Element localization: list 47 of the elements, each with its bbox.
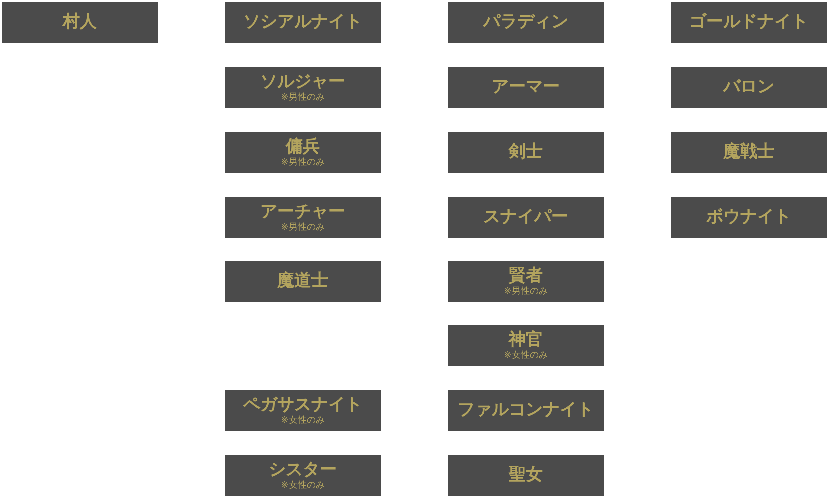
class-name: 聖女 bbox=[509, 466, 543, 485]
class-name: 魔戦士 bbox=[724, 143, 774, 162]
class-name: ボウナイト bbox=[706, 208, 792, 227]
class-name: ファルコンナイト bbox=[458, 401, 594, 420]
class-box bbox=[225, 132, 381, 173]
class-name: ソルジャー bbox=[260, 72, 346, 92]
restriction-note: ※男性のみ bbox=[281, 92, 325, 102]
restriction-note: ※女性のみ bbox=[281, 480, 325, 490]
class-box bbox=[448, 132, 604, 173]
class-name: 村人 bbox=[63, 13, 97, 32]
class-name: 魔道士 bbox=[278, 272, 328, 291]
class-box bbox=[225, 390, 381, 431]
class-name: 剣士 bbox=[509, 143, 543, 162]
restriction-note: ※女性のみ bbox=[504, 350, 548, 360]
class-name: 傭兵 bbox=[286, 138, 320, 156]
class-box bbox=[671, 2, 827, 43]
class-box bbox=[225, 2, 381, 43]
class-box bbox=[448, 2, 604, 43]
class-name: 神官 bbox=[509, 330, 543, 350]
class-name: ソシアルナイト bbox=[244, 13, 362, 32]
class-box bbox=[671, 67, 827, 108]
class-box bbox=[2, 2, 158, 43]
class-name: アーチャー bbox=[260, 202, 346, 222]
class-box bbox=[671, 132, 827, 173]
restriction-note: ※男性のみ bbox=[281, 158, 325, 168]
class-box bbox=[671, 197, 827, 238]
class-name: スナイパー bbox=[484, 208, 568, 227]
class-box bbox=[225, 455, 381, 496]
class-box bbox=[448, 67, 604, 108]
restriction-note: ※男性のみ bbox=[281, 222, 325, 232]
class-name: アーマー bbox=[492, 78, 560, 97]
class-box bbox=[225, 67, 381, 108]
restriction-note: ※女性のみ bbox=[281, 416, 325, 426]
class-box bbox=[448, 455, 604, 496]
class-name: ゴールドナイト bbox=[690, 13, 808, 32]
class-name: シスター bbox=[269, 460, 337, 480]
class-name: ペガサスナイト bbox=[244, 396, 362, 414]
restriction-note: ※男性のみ bbox=[504, 286, 548, 296]
class-box bbox=[225, 197, 381, 238]
class-box bbox=[448, 390, 604, 431]
class-name: バロン bbox=[724, 78, 774, 97]
class-name: 賢者 bbox=[509, 266, 543, 286]
class-name: パラディン bbox=[484, 13, 568, 32]
class-box bbox=[225, 261, 381, 302]
class-box bbox=[448, 261, 604, 302]
class-box bbox=[448, 197, 604, 238]
class-box bbox=[448, 325, 604, 366]
